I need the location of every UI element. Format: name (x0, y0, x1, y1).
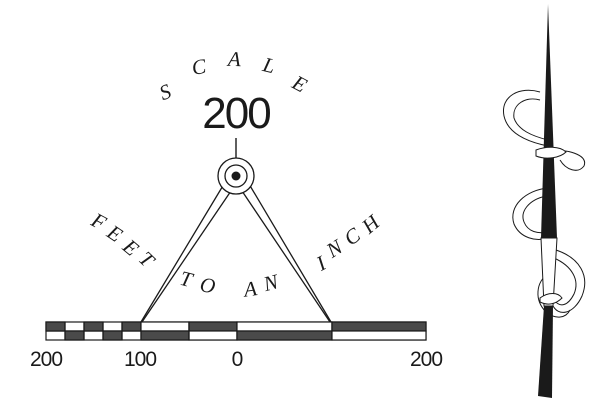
tick-label-left: 200 (30, 348, 62, 371)
to-letter-o: O (198, 272, 217, 298)
scale-bar-labels: 200 100 0 200 (30, 348, 443, 371)
inch-letter-i: I (311, 251, 330, 276)
an-letter-a: A (240, 276, 258, 302)
scale-letter-l: L (260, 52, 279, 79)
scale-letter-a: A (226, 47, 243, 72)
dividers-icon (140, 157, 332, 323)
scale-letter-e: E (288, 70, 312, 98)
north-arrow-ribbon (503, 89, 586, 318)
inch-letter-n: N (321, 234, 347, 263)
scale-value: 200 (202, 89, 270, 138)
tick-label-left-mid: 100 (124, 348, 156, 371)
to-letter-t: T (178, 266, 196, 292)
an-letter-n: N (260, 269, 281, 296)
tick-label-right: 200 (410, 348, 442, 371)
feet-to-an-inch-label: F E E T T O A N I N C H (87, 207, 386, 302)
north-arrow-icon (503, 4, 586, 398)
feet-letter-f: F (87, 207, 111, 235)
inch-letter-h: H (356, 209, 385, 239)
scale-bar (45, 321, 427, 341)
feet-letter-t: T (134, 246, 160, 272)
scale-letter-c: C (190, 54, 209, 80)
feet-letter-e1: E (102, 219, 127, 247)
scale-letter-s: S (156, 79, 176, 106)
tick-label-center: 0 (232, 348, 243, 371)
